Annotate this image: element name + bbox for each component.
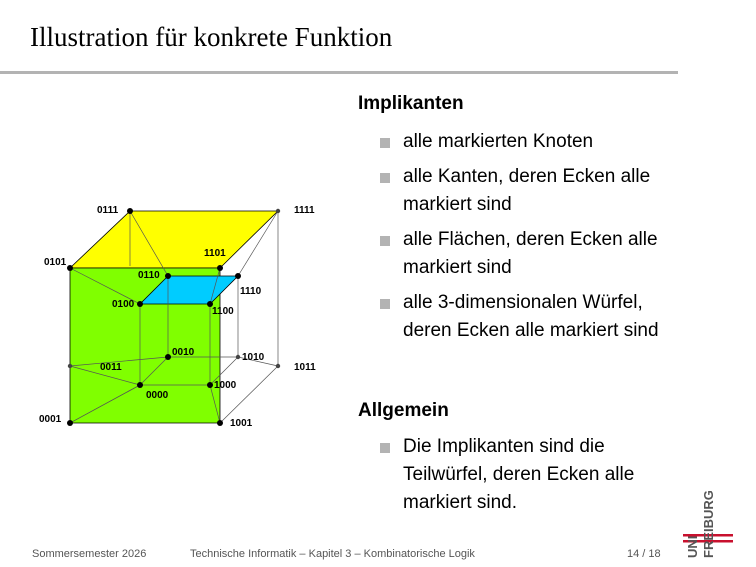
vertex-1110 — [235, 273, 241, 279]
bullet-square-icon — [380, 443, 390, 453]
label-1110: 1110 — [240, 286, 262, 297]
footer: Sommersemester 2026 Technische Informati… — [0, 540, 756, 567]
label-0111: 0111 — [97, 205, 119, 216]
vertex-0111 — [127, 208, 133, 214]
label-0101: 0101 — [44, 257, 67, 268]
section-heading-allgemein: Allgemein — [358, 400, 449, 421]
logo-accent-bar — [683, 540, 733, 543]
logo-text-freiburg: FREIBURG — [701, 490, 716, 558]
vertex-0000 — [137, 382, 143, 388]
hypercube-diagram: 0111 1111 0101 1101 0110 1110 0100 1100 … — [39, 205, 316, 429]
label-1101: 1101 — [204, 248, 226, 259]
bullet-item: alle Flächen, deren Ecken alle markiert … — [380, 226, 693, 282]
bullet-item: alle markierten Knoten — [380, 128, 693, 156]
vertex-1100 — [207, 301, 213, 307]
bullet-square-icon — [380, 138, 390, 148]
footer-page: 14 / 18 — [627, 548, 661, 560]
university-logo: UNI FREIBURG — [683, 490, 733, 558]
title-rule — [0, 71, 678, 74]
label-1010: 1010 — [242, 352, 265, 363]
vertex-0101 — [67, 265, 73, 271]
label-0011: 0011 — [100, 362, 122, 373]
vertex-1001 — [217, 420, 223, 426]
vertex-1011 — [275, 363, 281, 369]
vertex-1101 — [217, 265, 223, 271]
bullet-item: alle 3-dimensionalen Würfel, deren Ecken… — [380, 289, 693, 345]
label-0000: 0000 — [146, 390, 169, 401]
face-yellow — [68, 210, 279, 269]
bullet-square-icon — [380, 236, 390, 246]
vertex-1010 — [235, 354, 241, 360]
cube-vertices — [67, 208, 281, 426]
vertex-0001 — [67, 420, 73, 426]
vertex-0110 — [165, 273, 171, 279]
vertex-1111 — [275, 208, 281, 214]
logo-accent-bar — [683, 534, 733, 537]
bullet-list-implikanten: alle markierten Knoten alle Kanten, dere… — [380, 128, 693, 352]
label-0010: 0010 — [172, 347, 195, 358]
cube-edges — [69, 210, 279, 424]
label-0001: 0001 — [39, 414, 62, 425]
footer-semester: Sommersemester 2026 — [32, 548, 147, 560]
footer-course: Technische Informatik – Kapitel 3 – Komb… — [190, 548, 475, 560]
section-heading-implikanten: Implikanten — [358, 93, 464, 114]
bullet-square-icon — [380, 299, 390, 309]
logo-text-uni: UNI — [685, 536, 700, 558]
label-1001: 1001 — [230, 418, 253, 429]
label-0100: 0100 — [112, 299, 135, 310]
label-1111: 1111 — [294, 205, 315, 216]
label-1000: 1000 — [214, 380, 237, 391]
bullet-list-allgemein: Die Implikanten sind die Teilwürfel, der… — [380, 433, 693, 524]
vertex-0010 — [165, 354, 171, 360]
vertex-0011 — [67, 363, 73, 369]
label-1100: 1100 — [212, 306, 234, 317]
vertex-1000 — [207, 382, 213, 388]
label-0110: 0110 — [138, 270, 160, 281]
vertex-0100 — [137, 301, 143, 307]
slide-title: Illustration für konkrete Funktion — [30, 22, 393, 52]
bullet-item: alle Kanten, deren Ecken alle markiert s… — [380, 163, 693, 219]
label-1011: 1011 — [294, 362, 316, 373]
bullet-item: Die Implikanten sind die Teilwürfel, der… — [380, 433, 693, 517]
bullet-square-icon — [380, 173, 390, 183]
